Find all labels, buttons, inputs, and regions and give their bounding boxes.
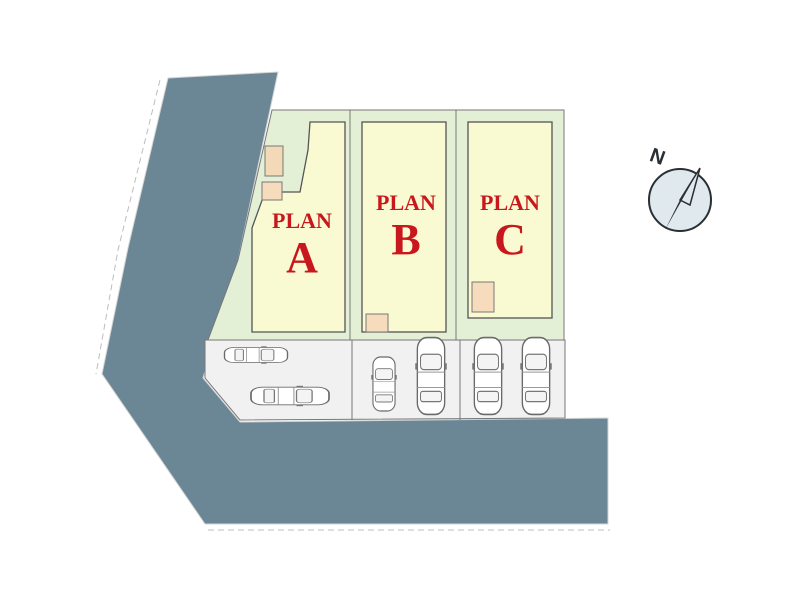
north-arrow-icon: N — [647, 144, 712, 232]
storage-shed-icon — [264, 145, 284, 177]
lot-a — [251, 121, 346, 333]
plan-c-letter: C — [494, 215, 526, 264]
entrance-step-icon — [261, 181, 283, 201]
plan-a-word: PLAN — [272, 208, 332, 233]
car-icon — [519, 336, 553, 416]
plan-b-word: PLAN — [376, 190, 436, 215]
north-label: N — [647, 144, 668, 170]
car-icon — [250, 384, 330, 408]
car-icon — [414, 336, 448, 416]
lot-c — [455, 109, 565, 341]
car-icon — [223, 345, 289, 365]
plan-b-letter: B — [391, 215, 420, 264]
entrance-step-icon — [471, 281, 495, 313]
car-icon — [370, 356, 398, 412]
entrance-step-icon — [365, 313, 389, 333]
plan-a-letter: A — [286, 233, 318, 282]
car-icon — [471, 336, 505, 416]
plan-c-word: PLAN — [480, 190, 540, 215]
lot-b — [349, 109, 457, 341]
road — [95, 71, 610, 531]
